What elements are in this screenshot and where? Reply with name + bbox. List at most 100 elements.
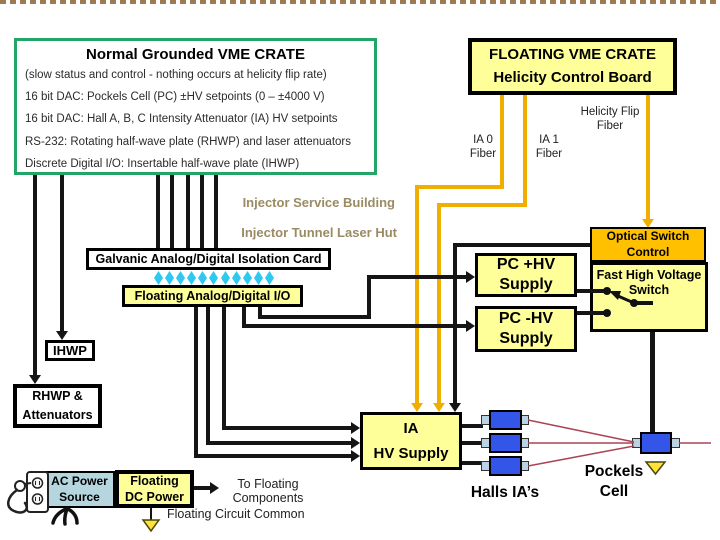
io-to-ia-line3-v <box>222 307 226 430</box>
ia-hv-supply-box: IA HV Supply <box>360 412 462 470</box>
isolation-arrow-3 <box>176 271 185 285</box>
hall-a-attenuator <box>489 410 522 430</box>
ia0-fiber-line-run <box>415 185 504 189</box>
grounded-crate-line-3: 16 bit DAC: Hall A, B, C Intensity Atten… <box>25 113 338 125</box>
crate-bus-line-5 <box>214 175 218 248</box>
io-to-ia-arrow2 <box>351 437 360 449</box>
ia-to-hall-a-line <box>462 424 483 428</box>
laser-beam-lines <box>527 419 711 467</box>
pcminus-arrow <box>466 320 475 332</box>
helicity-fiber-arrow <box>642 219 654 228</box>
isolation-arrow-4 <box>187 271 196 285</box>
io-to-pcplus-h1 <box>258 315 371 319</box>
isolation-arrow-9 <box>243 271 252 285</box>
rhwp-arrow <box>29 375 41 384</box>
grounded-crate-line-5: Discrete Digital I/O: Insertable half-wa… <box>25 158 300 170</box>
isolation-arrow-7 <box>221 271 230 285</box>
hv-switch-symbol <box>577 287 653 317</box>
to-floating-components-label: To Floating Components <box>232 477 304 505</box>
crate-bus-line-4 <box>200 175 204 248</box>
ia1-fiber-arrow <box>433 403 445 412</box>
crate-bus-line-2 <box>170 175 174 248</box>
galvanic-isolation-card-box: Galvanic Analog/Digital Isolation Card <box>86 248 331 270</box>
power-cord-icon <box>7 488 28 514</box>
injector-tunnel-laser-hut-label: Injector Tunnel Laser Hut <box>241 225 397 240</box>
io-to-pcminus-v <box>242 307 246 328</box>
helicity-control-board-label: Helicity Control Board <box>493 68 652 86</box>
switch-contact-upper <box>603 287 611 295</box>
ac-power-source-box: AC Power Source <box>44 471 115 508</box>
floating-circuit-common-label: Floating Circuit Common <box>167 507 305 521</box>
ia-supply-top-arrow <box>449 403 461 412</box>
hall-c-attenuator <box>489 456 522 476</box>
isolation-arrow-5 <box>198 271 207 285</box>
dc-ground-stub <box>150 508 152 521</box>
ia0-fiber-label: IA 0 Fiber <box>469 134 497 160</box>
io-to-pcplus-v2 <box>367 277 371 319</box>
hall-c-beam-line <box>527 445 635 467</box>
helicity-fiber-line <box>646 95 650 220</box>
switch-link-h <box>455 243 590 247</box>
pc-minus-hv-supply-box: PC -HV Supply <box>475 306 577 352</box>
ia1-fiber-line-down <box>437 203 441 404</box>
ia1-fiber-line-drop <box>523 95 527 207</box>
pc-plus-hv-supply-box: PC +HV Supply <box>475 253 577 297</box>
io-to-ia-arrow1 <box>351 450 360 462</box>
isolation-arrow-8 <box>232 271 241 285</box>
floating-vme-crate-box: FLOATING VME CRATE Helicity Control Boar… <box>468 38 677 95</box>
crate-bus-line-3 <box>186 175 190 248</box>
helicity-flip-fiber-label: Helicity Flip Fiber <box>580 106 640 132</box>
hall-b-attenuator <box>489 433 522 453</box>
io-to-ia-arrow3 <box>351 422 360 434</box>
ia0-fiber-line-drop <box>500 95 504 189</box>
io-to-pcminus-h <box>242 324 467 328</box>
switch-to-pockels-line <box>650 303 655 432</box>
switch-contact-lower <box>603 309 611 317</box>
grounded-crate-line-2: 16 bit DAC: Pockels Cell (PC) ±HV setpoi… <box>25 91 325 103</box>
ihwp-box: IHWP <box>45 340 95 361</box>
floating-io-box: Floating Analog/Digital I/O <box>122 285 303 307</box>
floating-crate-title: FLOATING VME CRATE <box>489 46 656 63</box>
ia-to-hall-c-line <box>462 461 483 465</box>
ihwp-control-line <box>60 175 64 331</box>
ia-to-hall-b-line <box>462 441 483 445</box>
ia0-fiber-arrow <box>411 403 423 412</box>
pockels-cell-label: Pockels Cell <box>584 463 644 500</box>
pcplus-arrow <box>466 271 475 283</box>
isolation-arrow-6 <box>209 271 218 285</box>
optical-switch-control-box: Optical Switch Control <box>590 227 706 262</box>
floating-dc-power-box: Floating DC Power <box>115 470 194 508</box>
hall-a-beam-line <box>527 419 635 443</box>
io-to-ia-line1-h <box>194 454 351 458</box>
io-to-ia-line3-h <box>222 426 351 430</box>
crate-bus-line-1 <box>156 175 160 248</box>
injector-service-building-label: Injector Service Building <box>242 195 395 210</box>
dc-ground-icon <box>141 519 161 533</box>
grounded-crate-title: Normal Grounded VME CRATE <box>86 46 305 63</box>
isolation-arrow-11 <box>265 271 274 285</box>
switch-link-v <box>453 243 457 404</box>
dc-output-line <box>194 486 212 490</box>
io-to-pcplus-h2 <box>367 275 466 279</box>
plug-icon <box>14 480 26 492</box>
pockels-cell-component <box>640 432 672 454</box>
ia0-fiber-line-down <box>415 185 419 404</box>
grounded-vme-crate-box: Normal Grounded VME CRATE (slow status a… <box>14 38 377 175</box>
building-boundary-dashed-line <box>0 0 720 4</box>
pockels-ground-icon <box>644 461 667 476</box>
ac-ground-prongs-icon <box>51 507 79 526</box>
fast-hv-switch-box: Fast High Voltage Switch <box>590 262 708 332</box>
power-outlet-icon <box>7 471 49 514</box>
ia1-fiber-line-run <box>437 203 527 207</box>
rhwp-attenuators-box: RHWP & Attenuators <box>13 384 102 428</box>
isolation-arrow-2 <box>165 271 174 285</box>
grounded-crate-line-4: RS-232: Rotating half-wave plate (RHWP) … <box>25 136 351 148</box>
grounded-crate-line-1: (slow status and control - nothing occur… <box>25 69 327 81</box>
isolation-arrow-10 <box>254 271 263 285</box>
isolation-arrow-1 <box>154 271 163 285</box>
rhwp-control-line <box>33 175 37 375</box>
dc-output-arrow <box>210 482 219 494</box>
halls-ia-label: Halls IA’s <box>470 484 540 501</box>
